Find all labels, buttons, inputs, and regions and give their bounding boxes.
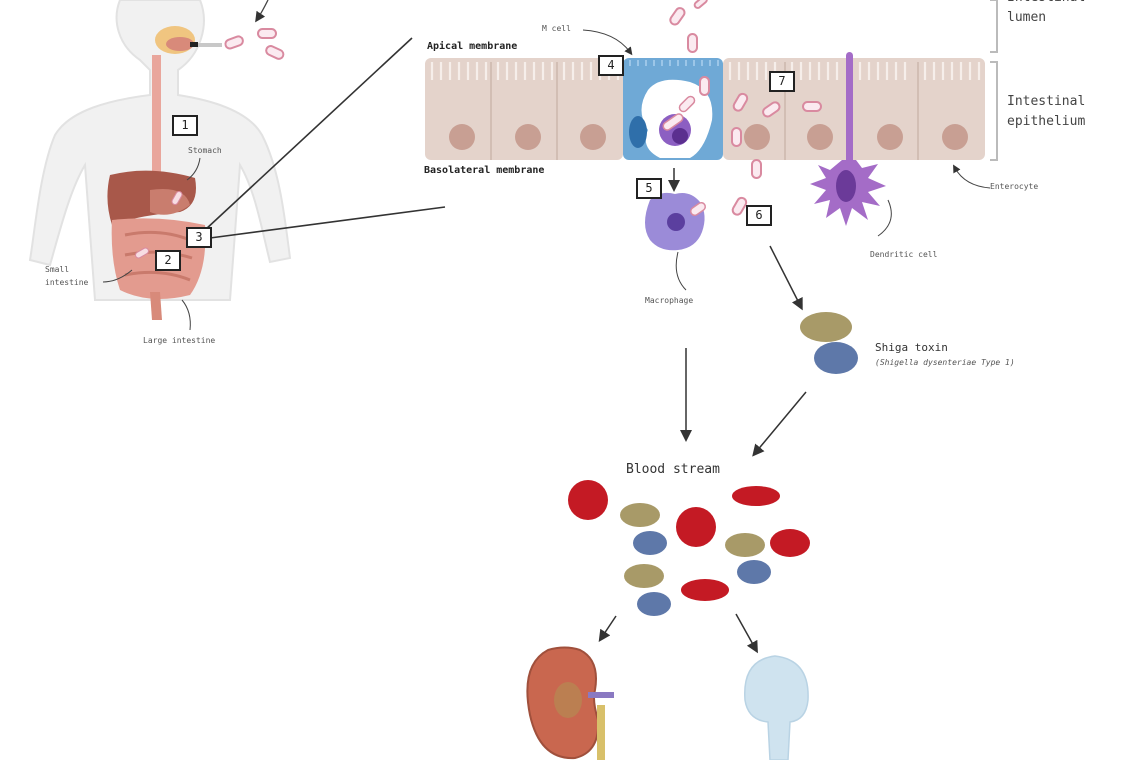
esophagus [152,55,161,175]
shiga-toxin-icon [800,312,858,374]
ingestion-arrow [255,0,269,23]
enterocyte-nuclei [449,124,968,150]
arrow-to-kidney [598,615,617,642]
m-cell [623,58,723,160]
m-cell-pointer [582,29,633,56]
zoom-line-upper [204,37,413,231]
stomach-label: Stomach [188,146,222,155]
lumen-label-line2: lumen [1007,10,1047,25]
enterocyte-label: Enterocyte [990,182,1039,191]
epithelium-label-line2: epithelium [1007,114,1086,129]
step-5-badge: 5 [636,178,662,199]
dendritic-pointer [877,199,892,237]
toxin-molecules-bloodstream [620,503,771,616]
blood-stream-label: Blood stream [626,462,720,477]
small-intestine-pointer [102,269,133,283]
m-cell-label: M cell [542,24,571,33]
arrow-toxin-to-bloodstream [752,391,807,457]
ingested-bacteria [224,28,285,60]
macrophage-pointer [675,251,687,291]
small-intestine-label-1: Small [45,265,70,274]
intestinal-epithelium-label: Intestinal epithelium [1007,92,1085,132]
brain-icon [744,655,809,760]
shigella-bacteria [669,0,822,216]
step-3-badge: 3 [186,227,212,248]
shiga-toxin-label: Shiga toxin [875,341,948,354]
step-7-badge: 7 [769,71,795,92]
shiga-toxin-source-label: (Shigella dysenteriae Type 1) [875,358,1015,367]
step-2-badge: 2 [155,250,181,271]
step-4-badge: 4 [598,55,624,76]
apical-membrane-label: Apical membrane [427,41,518,52]
epithelium-label-line1: Intestinal [1007,94,1086,109]
enterocyte-pointer [953,164,991,189]
macrophage [645,192,707,251]
step-6-badge: 6 [746,205,772,226]
zoom-line-lower [209,206,446,239]
step-1-badge: 1 [172,115,198,136]
dendritic-cell-label: Dendritic cell [870,250,938,259]
red-blood-cells [568,480,810,601]
small-intestine-label-2: intestine [45,278,89,287]
arrow-to-brain [735,613,758,654]
large-intestine-pointer [181,299,191,331]
large-intestine-label: Large intestine [143,336,216,345]
stomach-pointer [186,157,201,181]
basolateral-membrane-label: Basolateral membrane [424,165,545,176]
mouth-icon [155,26,222,54]
kidney-icon [526,646,614,760]
intestinal-lumen-label: Intestinal lumen [1007,0,1085,28]
lumen-label-line1: Intestinal [1007,0,1085,8]
macrophage-label: Macrophage [645,296,694,305]
arrow-to-toxin [769,245,803,311]
side-brackets [990,0,998,161]
dendritic-cell [810,52,886,226]
